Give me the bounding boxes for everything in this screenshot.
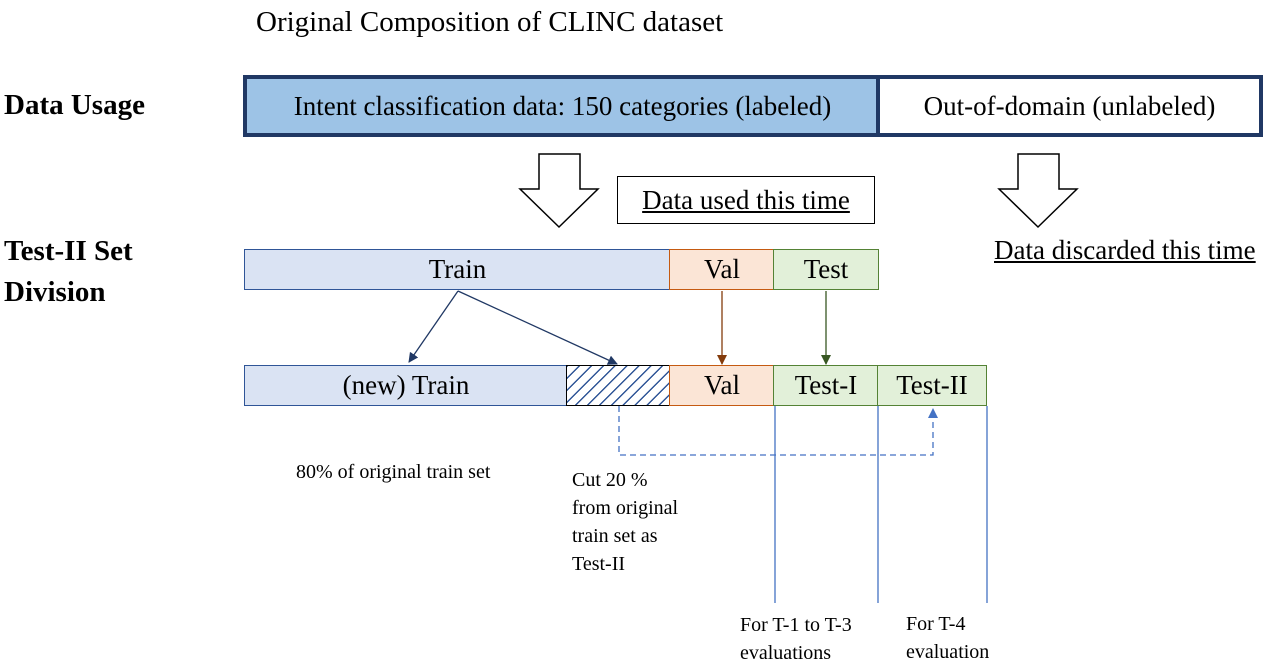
t1-t3-note: For T-1 to T-3 evaluations <box>740 611 852 667</box>
cut-note-line: train set as <box>572 525 658 547</box>
cut-note: Cut 20 % from original train set as Test… <box>572 466 678 578</box>
original-test-segment: Test <box>773 249 879 290</box>
t1-t3-note-line: evaluations <box>740 642 832 664</box>
test2-division-label-line1: Test-II Set <box>4 235 133 267</box>
data-discarded-label: Data discarded this time <box>994 235 1256 265</box>
down-arrow-used-icon <box>518 153 600 229</box>
data-usage-label: Data Usage <box>4 89 145 121</box>
usage-bar-divider <box>876 79 880 133</box>
train-to-cut-arrow <box>457 290 618 365</box>
cut-to-test2-dashed-arrow <box>618 406 938 456</box>
test2-segment: Test-II <box>877 365 987 406</box>
intent-classification-segment: Intent classification data: 150 categori… <box>247 79 878 133</box>
train-percentage-note: 80% of original train set <box>296 461 491 483</box>
t4-note-line: evaluation <box>906 641 990 663</box>
down-arrow-discarded-icon <box>997 153 1079 229</box>
diagram-title: Original Composition of CLINC dataset <box>256 6 724 38</box>
t4-note: For T-4 evaluation <box>906 610 989 666</box>
cut-note-line: Test-II <box>572 553 626 575</box>
train-to-new-train-arrow <box>408 290 459 363</box>
cut-note-line: from original <box>572 497 679 519</box>
new-val-segment: Val <box>669 365 775 406</box>
cut-test2-hatched-segment <box>566 365 671 406</box>
test1-segment: Test-I <box>773 365 879 406</box>
t4-note-line: For T-4 <box>906 613 966 635</box>
cut-note-line: Cut 20 % <box>572 469 648 491</box>
test2-division-label-line2: Division <box>4 276 106 308</box>
new-train-segment: (new) Train <box>244 365 568 406</box>
out-of-domain-segment: Out-of-domain (unlabeled) <box>880 79 1259 133</box>
data-used-callout: Data used this time <box>617 176 875 224</box>
data-usage-bar <box>243 75 1263 137</box>
original-train-segment: Train <box>244 249 671 290</box>
t1-t3-note-line: For T-1 to T-3 <box>740 614 852 636</box>
